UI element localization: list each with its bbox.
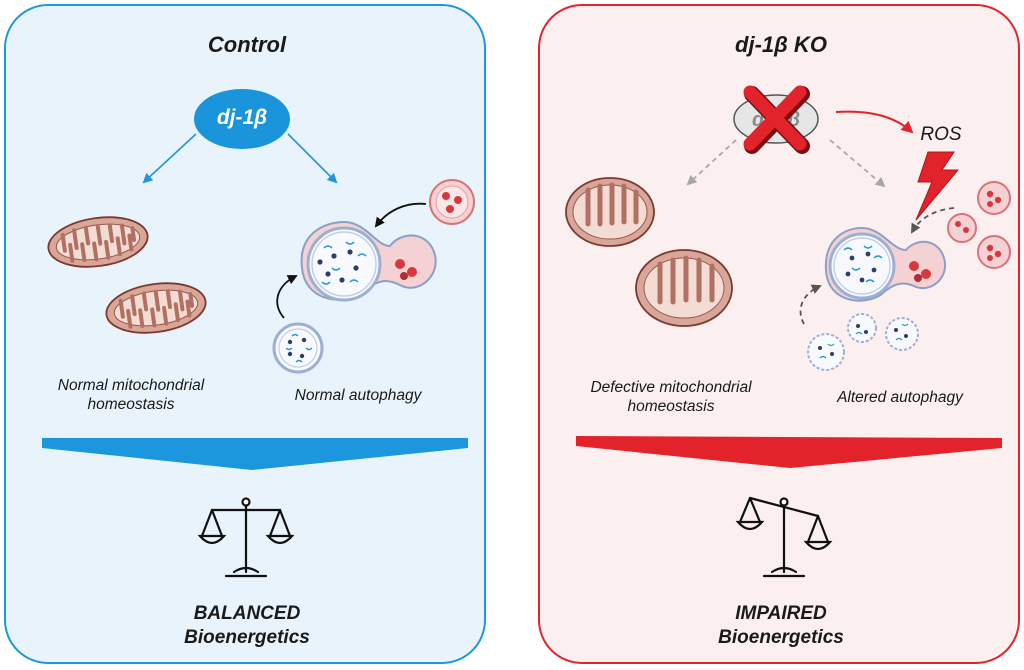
control-illustration — [42, 89, 475, 578]
control-panel: Control — [4, 4, 486, 664]
autophagosome-icon — [885, 317, 919, 351]
tilted-scale-icon — [735, 496, 833, 578]
control-title: Control — [207, 32, 287, 57]
autolysosome-icon — [300, 220, 437, 302]
arrow-lysosome-fusion — [374, 202, 427, 228]
autophagosome-icon — [847, 313, 877, 343]
arrow-to-mitochondria — [142, 133, 197, 184]
cross-icon — [743, 85, 810, 154]
defective-mitochondrion-icon — [635, 249, 733, 327]
imbalance-bar — [576, 436, 1002, 468]
mitochondrion-icon — [47, 216, 149, 268]
arrow-lysosome-fusion — [911, 207, 955, 234]
autophagosome-icon — [272, 322, 324, 374]
ko-illustration: dj-1β — [565, 85, 1011, 578]
lysosome-icon — [429, 179, 475, 225]
arrow-to-mitochondria — [686, 139, 737, 186]
balance-bar — [42, 438, 468, 470]
arrow-autophagosome-fusion — [799, 284, 822, 325]
ko-autophagy-caption: Altered autophagy — [837, 389, 963, 406]
mitochondrion-icon — [105, 282, 207, 334]
dj1b-ellipse — [194, 89, 290, 149]
lysosome-icon — [947, 213, 977, 243]
lysosome-icon — [977, 235, 1011, 269]
autophagosome-icon — [807, 333, 845, 371]
autolysosome-icon — [824, 226, 947, 302]
defective-mitochondrion-icon — [565, 177, 655, 247]
lightning-icon — [915, 151, 960, 221]
ko-panel: dj-1β KO dj-1β — [538, 4, 1020, 664]
arrow-autophagosome-fusion — [276, 275, 298, 319]
ros-label: ROS — [920, 124, 962, 145]
arrow-to-autophagy — [287, 133, 338, 184]
arrow-to-ros — [835, 110, 914, 134]
dj1b-label: dj-1β — [216, 106, 268, 129]
lysosome-icon — [977, 181, 1011, 215]
arrow-to-autophagy — [829, 139, 886, 188]
balance-scale-icon — [197, 497, 295, 578]
control-autophagy-caption: Normal autophagy — [294, 387, 422, 404]
ko-title: dj-1β KO — [735, 32, 827, 57]
